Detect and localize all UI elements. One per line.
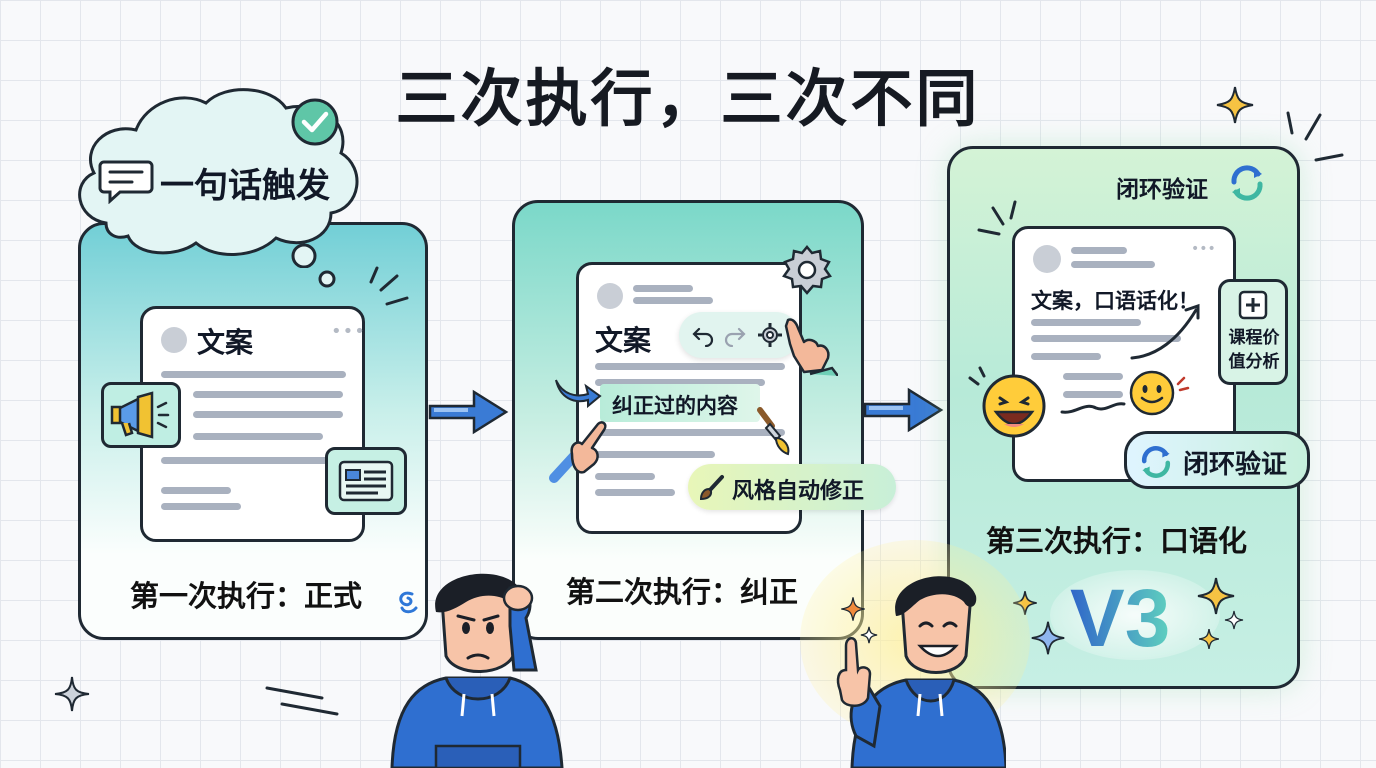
article-icon bbox=[338, 460, 394, 502]
avatar bbox=[597, 283, 623, 309]
page-title: 三次执行，三次不同 bbox=[395, 62, 981, 135]
paintbrush-icon bbox=[757, 407, 790, 456]
arrow-right-icon bbox=[863, 387, 944, 433]
article-card bbox=[325, 447, 407, 515]
top-verify-label: 闭环验证 bbox=[1116, 177, 1208, 203]
plus-icon bbox=[1238, 290, 1268, 320]
trend-arrow-icon bbox=[1130, 303, 1200, 360]
corrected-content: 纠正过的内容 bbox=[612, 394, 738, 418]
burst-lines-icon bbox=[369, 266, 409, 306]
step-2-label: 第二次执行：纠正 bbox=[566, 575, 799, 609]
redo-icon[interactable] bbox=[723, 323, 747, 347]
avatar bbox=[1033, 245, 1061, 273]
version-label: V3 bbox=[1070, 573, 1171, 664]
trigger-label: 一句话触发 bbox=[160, 166, 330, 206]
course-value-card[interactable]: 课程价值分析 bbox=[1218, 279, 1288, 385]
more-dots-icon: ••• bbox=[1191, 241, 1216, 257]
callout-text: 风格自动修正 bbox=[732, 479, 865, 504]
pointer-hand-icon bbox=[784, 318, 838, 376]
pointer-hand-icon bbox=[549, 421, 607, 483]
closed-loop-badge: 闭环验证 bbox=[1124, 431, 1310, 489]
doc-title: 文案 bbox=[595, 324, 652, 357]
closed-loop-text: 闭环验证 bbox=[1183, 450, 1288, 480]
sparkle-icon bbox=[54, 676, 90, 712]
highlight-bar bbox=[600, 384, 760, 422]
sparkle-icon bbox=[1198, 628, 1220, 650]
megaphone-card bbox=[101, 382, 181, 448]
check-icon bbox=[291, 98, 339, 146]
curved-arrow-icon bbox=[555, 379, 602, 409]
swirl-icon bbox=[399, 591, 418, 614]
avatar bbox=[161, 327, 187, 353]
burst-lines-icon bbox=[977, 200, 1017, 236]
refresh-icon bbox=[1141, 446, 1171, 478]
thought-cloud bbox=[78, 88, 359, 268]
sparkle-icon bbox=[1031, 621, 1065, 655]
style-correction-callout: 风格自动修正 bbox=[688, 464, 896, 510]
chat-icon bbox=[98, 160, 154, 204]
gear-icon[interactable] bbox=[757, 322, 783, 348]
version-glow bbox=[1050, 570, 1220, 660]
step-3-label: 第三次执行：口语化 bbox=[986, 524, 1248, 558]
sparkle-icon bbox=[860, 626, 878, 644]
sparkle-icon bbox=[1197, 577, 1235, 615]
speed-lines-icon bbox=[265, 686, 339, 716]
sparkle-icon bbox=[1216, 86, 1254, 124]
squiggle-icon bbox=[1060, 402, 1126, 414]
refresh-icon bbox=[1231, 165, 1263, 201]
happy-person bbox=[836, 576, 1006, 768]
course-value-text: 课程价值分析 bbox=[1228, 328, 1280, 372]
gear-icon bbox=[782, 245, 832, 295]
thought-dot bbox=[318, 270, 336, 288]
paintbrush-icon bbox=[699, 475, 724, 501]
laughing-emoji-icon bbox=[968, 366, 1046, 438]
step-1-label: 第一次执行：正式 bbox=[130, 579, 363, 613]
doc-title: 文案 bbox=[197, 326, 254, 359]
more-dots-icon: ••• bbox=[331, 321, 366, 342]
sparkle-icon bbox=[841, 597, 865, 621]
megaphone-icon bbox=[110, 391, 170, 439]
smile-emoji-icon bbox=[1129, 370, 1190, 416]
undo-icon[interactable] bbox=[691, 323, 715, 347]
burst-lines-icon bbox=[1286, 111, 1344, 162]
confused-person bbox=[390, 573, 564, 768]
doc-title: 文案，口语话化！ bbox=[1031, 289, 1199, 313]
sparkle-icon bbox=[1224, 610, 1244, 630]
edit-toolbar bbox=[679, 312, 799, 358]
arrow-right-icon bbox=[428, 389, 509, 435]
